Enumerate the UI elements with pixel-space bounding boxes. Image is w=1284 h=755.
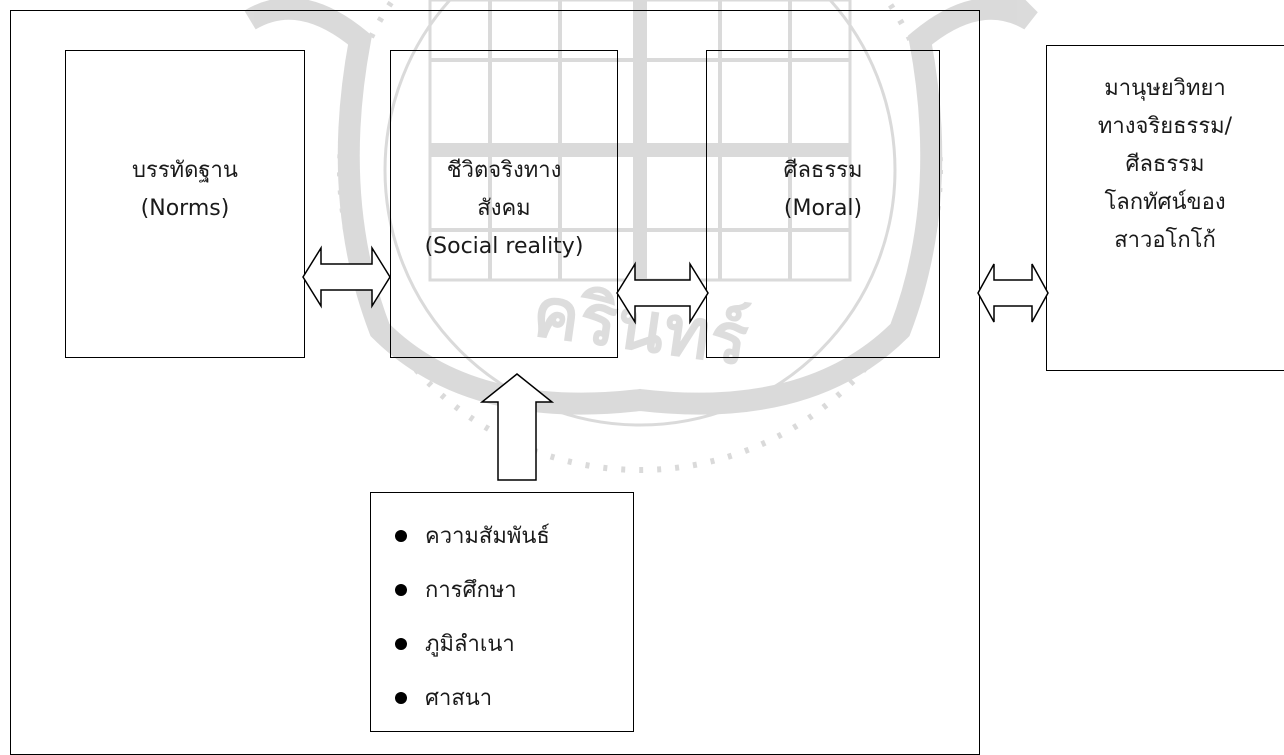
norms-thai: บรรทัดฐาน xyxy=(132,158,238,183)
factor-item: ศาสนา xyxy=(395,672,550,726)
factors-list: ความสัมพันธ์ การศึกษา ภูมิลำเนา ศาสนา xyxy=(395,510,550,726)
moral-english: (Moral) xyxy=(783,196,863,221)
double-arrow-norms-social xyxy=(302,245,391,309)
factor-item: การศึกษา xyxy=(395,564,550,618)
anthropology-line-4: โลกทัศน์ของ xyxy=(1104,190,1226,215)
norms-english: (Norms) xyxy=(140,196,230,221)
bullet-icon xyxy=(395,584,407,596)
moral-label: ศีลธรรม (Moral) xyxy=(706,152,940,228)
factor-item: ความสัมพันธ์ xyxy=(395,510,550,564)
bullet-icon xyxy=(395,530,407,542)
norms-box xyxy=(65,50,305,358)
factors-box xyxy=(370,492,634,732)
bullet-icon xyxy=(395,638,407,650)
anthropology-line-2: ทางจริยธรรม/ xyxy=(1097,114,1233,139)
anthropology-label: มานุษยวิทยา ทางจริยธรรม/ ศีลธรรม โลกทัศน… xyxy=(1046,70,1284,260)
anthropology-line-1: มานุษยวิทยา xyxy=(1104,76,1226,101)
social-reality-label: ชีวิตจริงทาง สังคม (Social reality) xyxy=(390,152,618,266)
factor-item: ภูมิลำเนา xyxy=(395,618,550,672)
moral-thai: ศีลธรรม xyxy=(783,158,863,183)
norms-label: บรรทัดฐาน (Norms) xyxy=(65,152,305,228)
social-reality-thai-1: ชีวิตจริงทาง xyxy=(446,158,562,183)
double-arrow-frame-anthropology xyxy=(977,263,1049,323)
anthropology-line-5: สาวอโกโก้ xyxy=(1114,228,1216,253)
double-arrow-social-moral xyxy=(616,261,709,325)
social-reality-english: (Social reality) xyxy=(424,234,584,259)
bullet-icon xyxy=(395,692,407,704)
social-reality-thai-2: สังคม xyxy=(477,196,531,221)
anthropology-line-3: ศีลธรรม xyxy=(1125,152,1205,177)
anthropology-box xyxy=(1046,45,1284,371)
up-arrow-factors xyxy=(479,373,555,481)
social-reality-box xyxy=(390,50,618,358)
moral-box xyxy=(706,50,940,358)
